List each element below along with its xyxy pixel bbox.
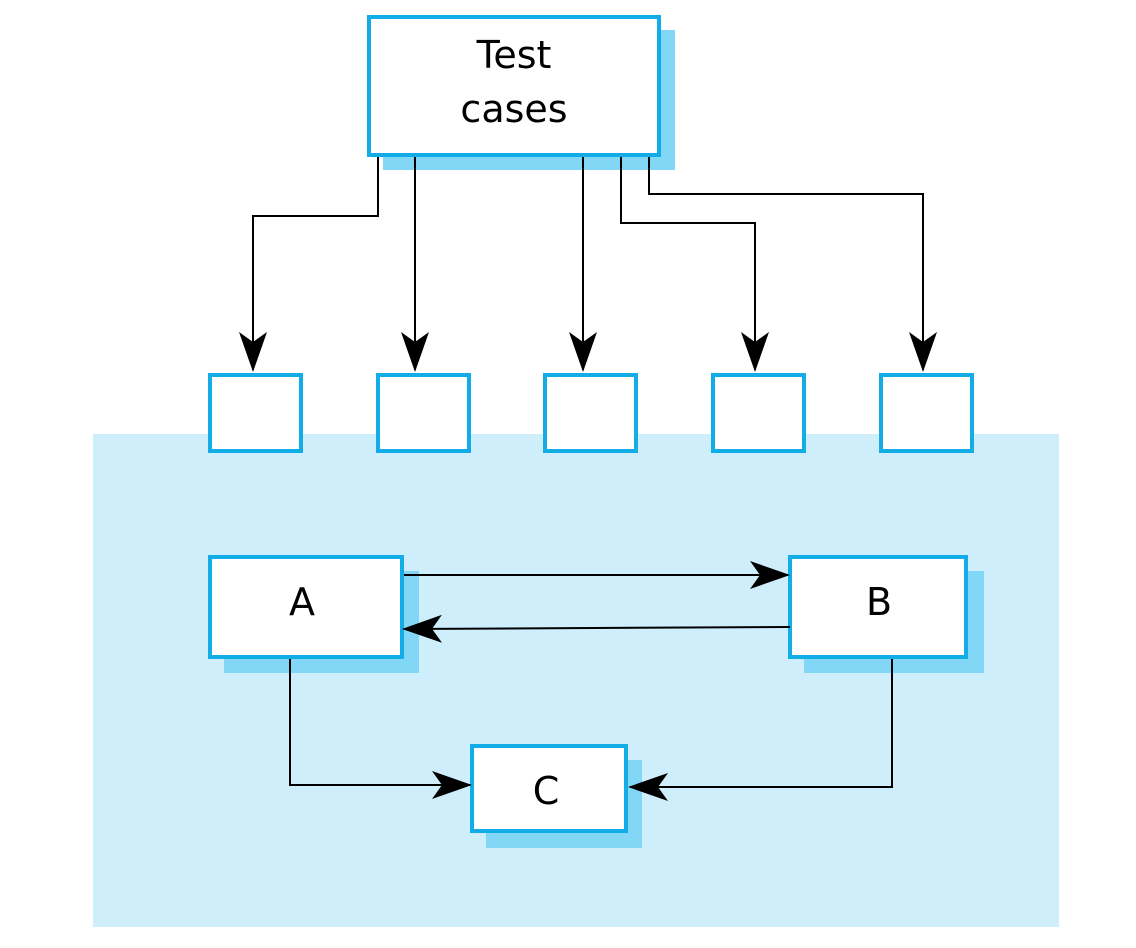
arrow-b-to-a <box>402 614 791 643</box>
component-c: C <box>470 744 642 848</box>
arrow-to-interface-1 <box>239 157 379 372</box>
system-under-test-region <box>93 434 1059 927</box>
test-cases-box: Test cases <box>367 15 675 170</box>
component-b: B <box>788 555 984 673</box>
arrow-to-interface-5 <box>648 157 937 372</box>
interface-box-3 <box>543 373 638 453</box>
component-c-label: C <box>533 769 560 813</box>
arrow-a-to-c <box>289 659 472 799</box>
arrow-b-to-c <box>628 659 893 801</box>
component-a-label: A <box>289 580 315 624</box>
interface-box-2 <box>376 373 471 453</box>
test-cases-label-line2: cases <box>460 87 567 131</box>
component-a-frame <box>208 555 404 659</box>
component-b-label: B <box>866 580 892 624</box>
test-case-arrows <box>239 157 937 372</box>
component-c-frame <box>470 744 628 833</box>
component-b-frame <box>788 555 968 659</box>
arrow-to-interface-4 <box>620 157 769 372</box>
component-arrows <box>289 561 893 801</box>
interface-box-1 <box>208 373 303 453</box>
interface-boxes <box>208 373 974 453</box>
interface-box-5 <box>879 373 974 453</box>
component-a: A <box>208 555 419 673</box>
test-cases-frame <box>367 15 661 157</box>
interface-box-4 <box>711 373 806 453</box>
test-cases-label-line1: Test <box>476 33 552 77</box>
